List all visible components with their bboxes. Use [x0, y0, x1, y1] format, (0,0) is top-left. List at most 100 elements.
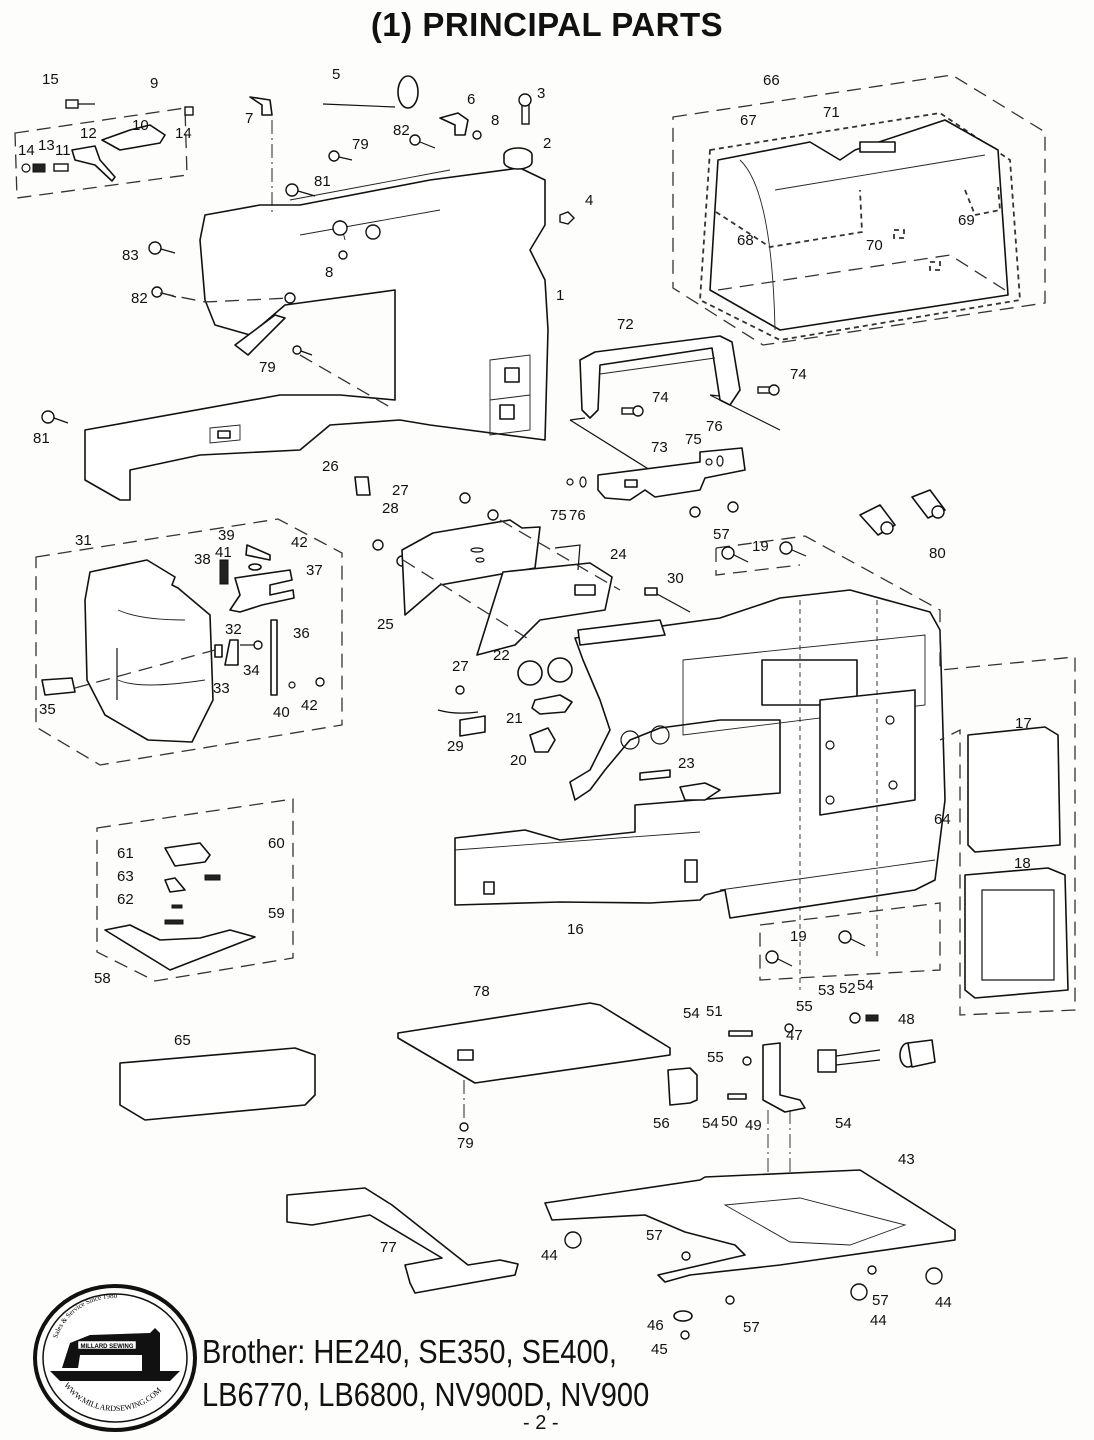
rod-36 — [270, 619, 278, 696]
knob-21 — [531, 694, 573, 715]
callout-2: 2 — [543, 135, 551, 152]
callout-54: 54 — [702, 1115, 719, 1132]
callout-82: 82 — [131, 290, 148, 307]
panel-recess — [819, 689, 916, 816]
callout-16: 16 — [567, 921, 584, 938]
callout-7: 7 — [245, 110, 253, 127]
sensor-29 — [459, 715, 486, 737]
callout-81: 81 — [33, 430, 50, 447]
callout-75: 75 — [550, 507, 567, 524]
callout-70: 70 — [866, 237, 883, 254]
bracket-25 — [401, 519, 541, 616]
callout-54: 54 — [683, 1005, 700, 1022]
callout-67: 67 — [740, 112, 757, 129]
callout-28: 28 — [382, 500, 399, 517]
callout-35: 35 — [39, 701, 56, 718]
bracket-6 — [439, 112, 469, 136]
millard-sewing-logo: MILLARD SEWING Sales & Service Since 198… — [33, 1284, 197, 1432]
callout-20: 20 — [510, 752, 527, 769]
part-61 — [164, 877, 186, 893]
connector-group-47 — [667, 1012, 936, 1260]
callout-76: 76 — [569, 507, 586, 524]
callout-68: 68 — [737, 232, 754, 249]
callout-25: 25 — [377, 616, 394, 633]
callout-57: 57 — [713, 526, 730, 543]
callout-49: 49 — [745, 1117, 762, 1134]
callout-59: 59 — [268, 905, 285, 922]
callout-3: 3 — [537, 85, 545, 102]
part-60 — [204, 874, 221, 881]
callout-42: 42 — [291, 534, 308, 551]
panel-17-18 — [715, 535, 1076, 1016]
callout-19: 19 — [752, 538, 769, 555]
callout-60: 60 — [268, 835, 285, 852]
callout-18: 18 — [1014, 855, 1031, 872]
pin-30 — [644, 587, 658, 596]
connector-47 — [817, 1049, 837, 1073]
callout-24: 24 — [610, 546, 627, 563]
callout-40: 40 — [273, 704, 290, 721]
base-plate-43 — [544, 1169, 956, 1340]
lever-12 — [71, 145, 116, 182]
callout-8: 8 — [491, 112, 499, 129]
callout-14: 14 — [18, 142, 35, 159]
callout-17: 17 — [1015, 715, 1032, 732]
pin-50 — [727, 1093, 747, 1100]
callout-76: 76 — [706, 418, 723, 435]
callout-72: 72 — [617, 316, 634, 333]
pads-70 — [893, 229, 941, 271]
accessory-table-65 — [119, 1047, 316, 1121]
callout-26: 26 — [322, 458, 339, 475]
callout-41: 41 — [215, 544, 232, 561]
handle-slot-71 — [859, 141, 896, 153]
knobs-20-23 — [437, 657, 721, 801]
latch-plate-10 — [101, 124, 166, 151]
callout-46: 46 — [647, 1317, 664, 1334]
sewing-machine-icon: MILLARD SEWING — [50, 1328, 180, 1381]
handle-bracket-73 — [597, 447, 746, 501]
bracket-49 — [762, 1042, 806, 1113]
callout-34: 34 — [243, 662, 260, 679]
logo-banner: MILLARD SEWING — [81, 1344, 134, 1350]
callout-63: 63 — [117, 868, 134, 885]
callout-58: 58 — [94, 970, 111, 987]
needle-plate-group-58 — [96, 798, 294, 982]
callout-8: 8 — [325, 264, 333, 281]
callout-48: 48 — [898, 1011, 915, 1028]
knob-35 — [41, 677, 76, 696]
pin-11 — [53, 163, 69, 172]
callout-79: 79 — [352, 136, 369, 153]
callout-80: 80 — [929, 545, 946, 562]
callout-31: 31 — [75, 532, 92, 549]
page-number: - 2 - — [523, 1412, 559, 1434]
callout-11: 11 — [55, 142, 71, 159]
knob-22 — [547, 657, 573, 683]
pin-51 — [728, 1030, 753, 1037]
callout-71: 71 — [823, 104, 840, 121]
foot-44 — [564, 1231, 582, 1249]
callout-62: 62 — [117, 891, 134, 908]
assembly-group-9 — [14, 99, 188, 199]
callout-74: 74 — [790, 366, 807, 383]
callout-45: 45 — [651, 1341, 668, 1358]
circuit-board-24 — [401, 519, 691, 656]
callout-51: 51 — [706, 1003, 723, 1020]
callout-27: 27 — [392, 482, 409, 499]
face-cover-group-31 — [35, 518, 343, 766]
arm-77 — [286, 1187, 519, 1294]
cover-56 — [667, 1067, 698, 1106]
callout-57: 57 — [872, 1292, 889, 1309]
callout-44: 44 — [870, 1312, 887, 1329]
callout-38: 38 — [194, 551, 211, 568]
frame-18 — [964, 867, 1069, 999]
models-line-1: Brother: HE240, SE350, SE400, — [202, 1333, 617, 1370]
part-62 — [164, 919, 184, 925]
callout-12: 12 — [80, 125, 97, 142]
cover-64 — [164, 842, 211, 867]
callout-53: 53 — [818, 982, 835, 999]
handle-assembly-72 — [566, 335, 781, 518]
callout-56: 56 — [653, 1115, 670, 1132]
callout-50: 50 — [721, 1113, 738, 1130]
